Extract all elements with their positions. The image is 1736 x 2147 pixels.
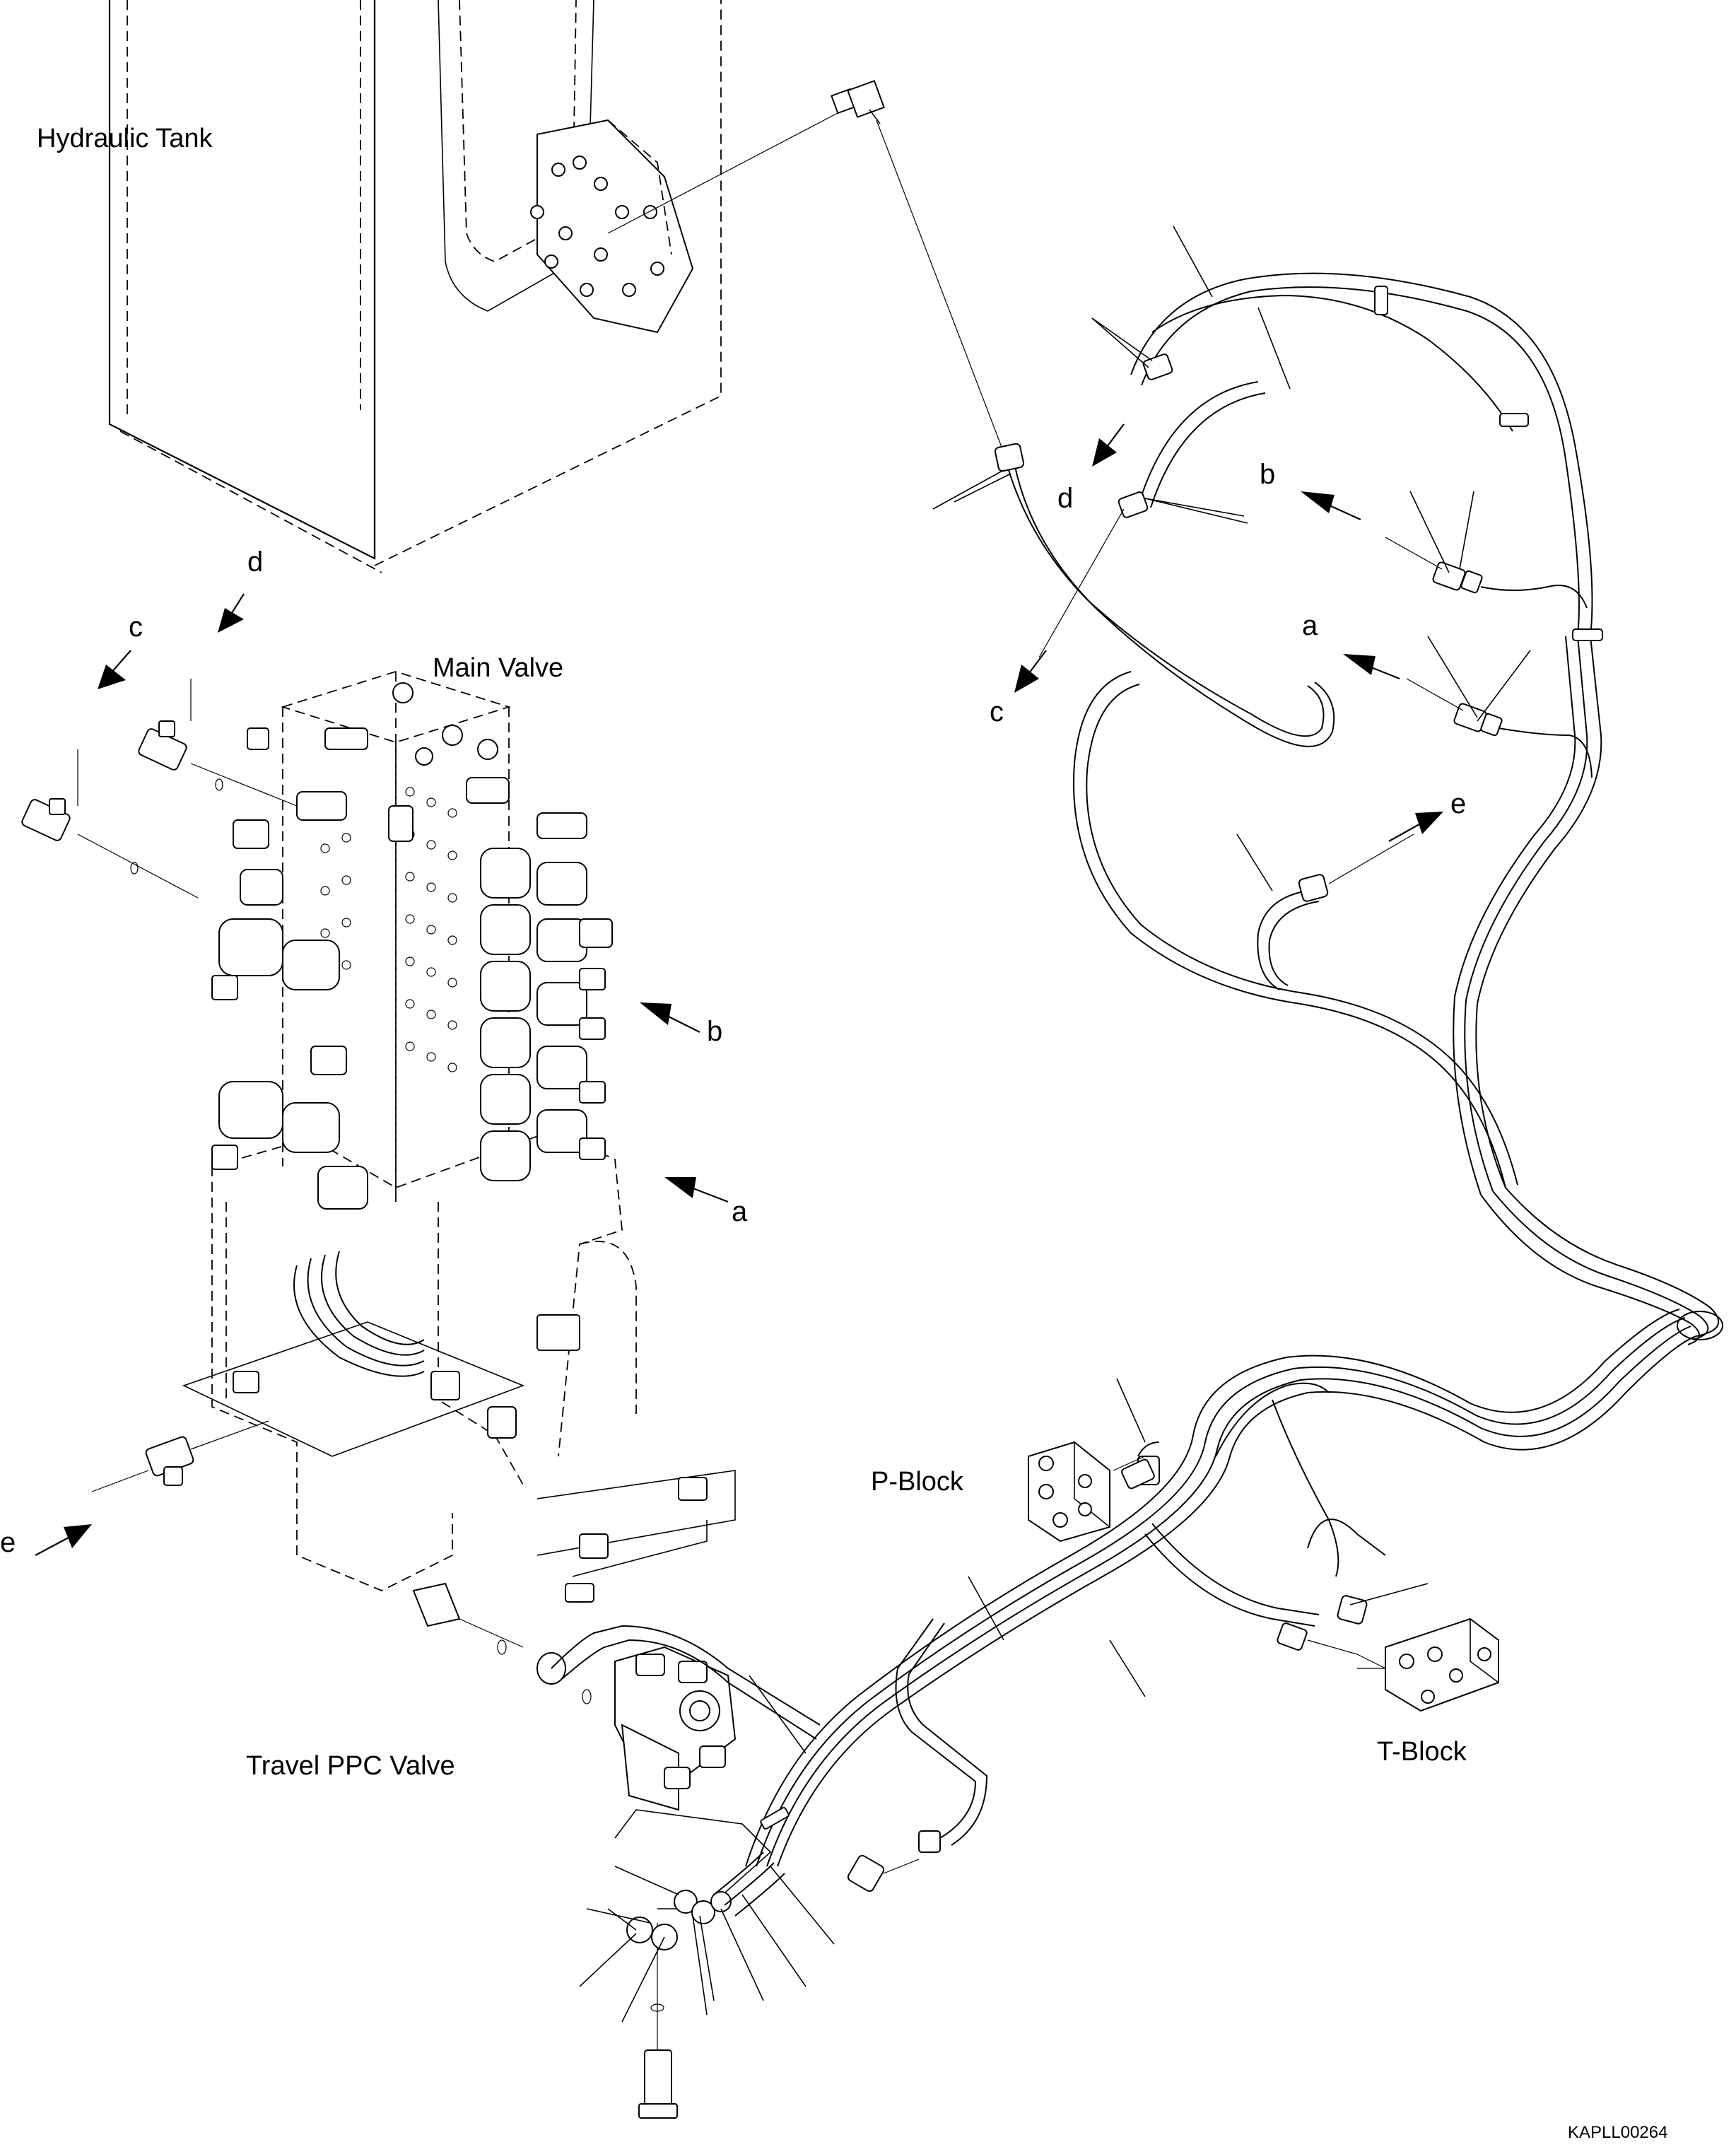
letter-b-main-valve: b [707, 1016, 722, 1047]
label-p-block: P-Block [871, 1467, 964, 1497]
letter-d-upper: d [1057, 483, 1073, 514]
main-valve [182, 671, 736, 1603]
letter-e-upper: e [1450, 788, 1466, 819]
tank-elbow-fitting [831, 80, 885, 124]
main-valve-e-fitting [91, 1420, 269, 1492]
lower-hose-run [713, 1309, 1697, 1917]
upper-fittings [1038, 353, 1593, 778]
main-valve-side-fittings [21, 679, 298, 899]
letter-a-main-valve: a [732, 1196, 748, 1227]
t-block [1277, 1595, 1499, 1712]
letter-c-left: c [129, 612, 143, 643]
letter-c-upper: c [990, 696, 1004, 727]
p-block [1028, 1441, 1155, 1543]
label-t-block: T-Block [1377, 1737, 1467, 1767]
leader-lines [579, 226, 1531, 2023]
travel-ppc-valve [412, 1582, 988, 2119]
ppc-hose-bundle [1073, 272, 1723, 1345]
letter-d-left: d [247, 546, 263, 578]
letter-b-upper: b [1260, 459, 1275, 490]
text-labels: Hydraulic Tank Main Valve P-Block T-Bloc… [0, 124, 1667, 2142]
label-main-valve: Main Valve [433, 653, 563, 683]
letter-a-upper: a [1302, 610, 1318, 641]
label-drawing-code: KAPLL00264 [1568, 2123, 1667, 2142]
label-hydraulic-tank: Hydraulic Tank [37, 124, 213, 153]
letter-e-left: e [0, 1527, 16, 1558]
label-travel-ppc-valve: Travel PPC Valve [246, 1751, 455, 1781]
hydraulic-tank [108, 0, 838, 573]
tank-return-hose [876, 119, 1335, 747]
flow-arrows [35, 423, 1443, 1556]
